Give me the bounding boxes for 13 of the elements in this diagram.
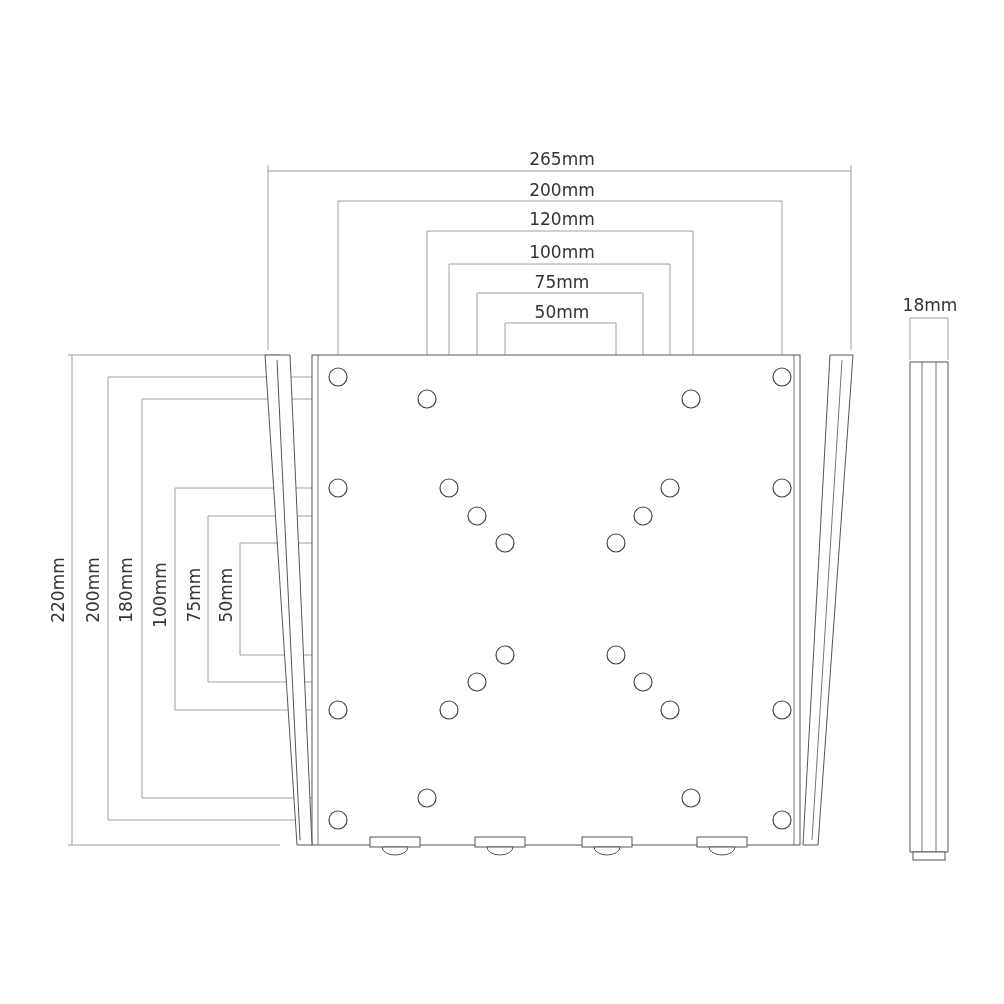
- dimension-label: 220mm: [49, 557, 67, 623]
- dimension-label: 200mm: [84, 557, 102, 623]
- dimension-label: 120mm: [529, 210, 595, 228]
- dimension-label: 180mm: [117, 557, 135, 623]
- dimension-label: 50mm: [534, 303, 590, 321]
- dimension-label: 75mm: [185, 567, 203, 623]
- dimension-label: 50mm: [217, 567, 235, 623]
- dimension-label: 100mm: [529, 243, 595, 261]
- dimension-label: 75mm: [534, 273, 590, 291]
- dimension-label: 265mm: [529, 150, 595, 168]
- dimension-label: 200mm: [529, 181, 595, 199]
- dimension-label: 100mm: [151, 562, 169, 628]
- dimension-label: 18mm: [902, 296, 958, 314]
